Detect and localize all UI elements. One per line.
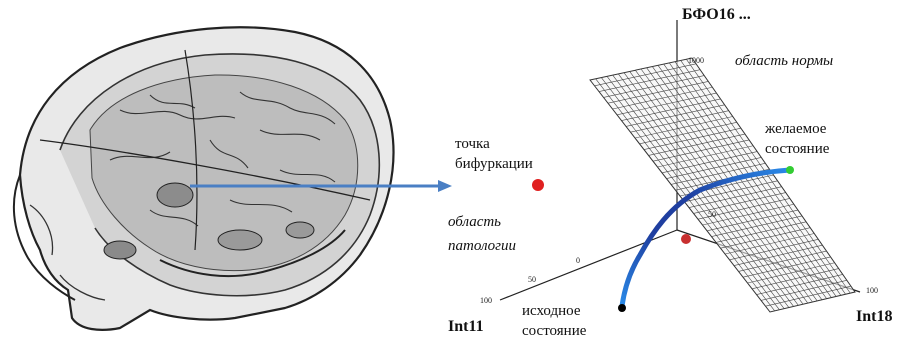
x-axis-label: Int11 — [448, 318, 484, 336]
x-tick-left: 100 — [480, 296, 492, 305]
z-tick-top: 1000 — [688, 56, 704, 65]
z-axis-label: БФО16 ... — [682, 6, 751, 24]
bifurcation-label-line2: бифуркации — [455, 155, 533, 173]
initial-state-line1: исходное — [522, 302, 580, 320]
bifurcation-label-line1: точка — [455, 135, 490, 153]
y-axis-label: Int18 — [856, 308, 892, 326]
y-tick-right: 100 — [866, 286, 878, 295]
pathology-label-line1: область — [448, 213, 501, 231]
bifurcation-point — [532, 179, 544, 191]
desired-state-line2: состояние — [765, 140, 829, 158]
start-point — [618, 304, 626, 312]
pathology-label-line2: патологии — [448, 237, 516, 255]
x-tick-zero: 0 — [576, 256, 580, 265]
skull-illustration — [14, 27, 394, 330]
end-point — [786, 166, 794, 174]
desired-state-line1: желаемое — [765, 120, 826, 138]
y-tick-mid: 50 — [708, 210, 716, 219]
norm-region-label: область нормы — [735, 52, 833, 70]
mid-plane-point — [681, 234, 691, 244]
x-tick-mid: 50 — [528, 275, 536, 284]
initial-state-line2: состояние — [522, 322, 586, 340]
